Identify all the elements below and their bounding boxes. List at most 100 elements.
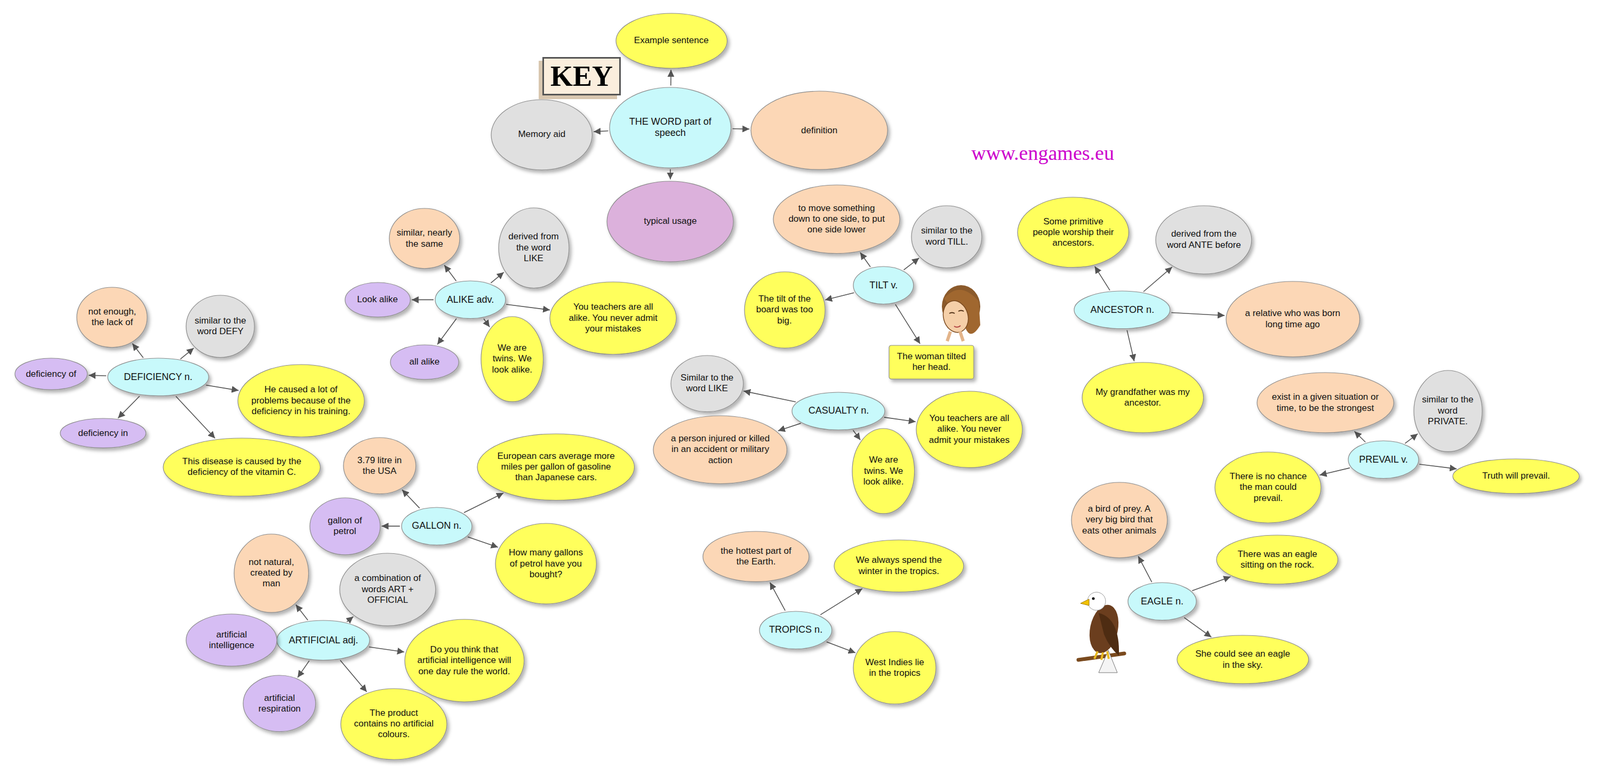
node-shape [1071,482,1168,558]
node-text: PREVAIL v. [1358,454,1408,467]
word-node: TILT v. [852,266,915,306]
node-shape [853,266,914,305]
node-text: TILT v. [869,280,898,292]
connector-arrow [669,169,671,180]
connector-arrow [180,348,194,360]
connector-arrow [490,272,504,284]
example-node: We are twins. We look alike. [851,428,916,515]
node-shape [243,675,316,733]
example-node: There is no chance the man could prevail… [1214,451,1322,524]
node-shape [653,416,788,484]
node-text: There is no chance the man could prevail… [1226,471,1311,504]
node-shape [853,632,936,705]
node-shape [1177,635,1309,685]
node-text: Truth will prevail. [1482,470,1550,482]
connector-arrow [297,661,310,678]
node-text: a bird of prey. A very big bird that eat… [1081,504,1158,537]
connector-arrow [904,258,920,270]
example-node: Some primitive people worship their ance… [1017,196,1130,269]
node-text: She could see an eagle in the sky. [1190,649,1295,671]
node-shape [911,205,982,269]
node-text: similar to the word DEFY [193,315,247,338]
example-node: European cars average more miles per gal… [476,433,636,502]
connector-arrow [1094,266,1110,291]
connector-arrow [826,642,856,654]
node-shape [401,507,472,546]
definition-node: similar, nearly the same [388,208,461,270]
watermark: www.engames.eu [971,141,1115,165]
connector-arrow [884,417,916,422]
memory-aid-node: Similar to the word LIKE [670,355,744,413]
node-shape [1074,291,1171,330]
connector-arrow [825,292,854,300]
node-shape [792,392,885,431]
usage-node: typical usage [606,180,734,263]
node-shape [609,87,732,168]
memory-aid-node: a combination of words ART + OFFICIAL [339,553,437,627]
connector-arrow [670,69,672,86]
word-node: THE WORD part of speech [609,86,732,169]
example-node: He caused a lot of problems because of t… [237,364,365,438]
node-shape [234,534,309,613]
node-text: He caused a lot of problems because of t… [251,384,351,418]
definition-node: a person injured or killed in an acciden… [652,415,788,485]
connector-arrow [778,423,802,431]
example-node: You teachers are all alike. You never ad… [915,390,1023,469]
node-shape [773,185,900,254]
connector-arrow [483,318,490,328]
node-text: My grandfather was my ancestor. [1094,387,1191,410]
node-text: derived from the word ANTE before [1165,228,1242,251]
connector-arrow [1171,313,1225,316]
usage-node: Look alike [344,282,411,318]
node-shape [498,208,570,289]
definition-node: a bird of prey. A very big bird that eat… [1070,482,1168,559]
node-shape [1257,372,1394,434]
example-node: This disease is caused by the deficiency… [162,437,322,498]
node-shape [702,531,810,582]
example-node: Example sentence [615,12,728,69]
example-node: Do you think that artificial intelligenc… [404,619,525,703]
definition-node: the hottest part of the Earth. [702,531,810,583]
node-text: There was an eagle sitting on the rock. [1229,549,1326,572]
node-shape [670,355,744,413]
connector-arrow [467,537,499,548]
node-text: DEFICIENCY n. [123,371,193,384]
node-shape [616,13,727,69]
node-shape [477,434,635,501]
node-text: THE WORD part of speech [622,116,718,140]
connector-arrow [593,131,608,133]
example-node: West Indies lie in the tropics [852,631,937,706]
memory-aid-node: similar to the word DEFY [185,294,255,359]
connector-arrow [1419,464,1457,470]
node-text: not natural, created by man [242,557,301,590]
connector-arrow [732,128,750,130]
connector-arrow [506,304,550,311]
node-text: all alike [409,356,440,368]
word-node: ARTIFICIAL adj. [276,620,371,662]
node-text: GALLON n. [411,520,462,533]
node-shape [1216,535,1339,585]
example-node: The tilt of the board was too big. [744,271,826,349]
connector-arrow [340,660,367,693]
node-text: This disease is caused by the deficiency… [180,456,304,479]
node-shape [1214,452,1322,524]
node-text: deficiency of [25,369,77,380]
connector-arrow [1354,431,1366,443]
node-text: definition [801,125,838,136]
node-shape [750,91,888,170]
connector-arrow [743,391,796,403]
connector-arrow [1126,330,1135,362]
usage-node: all alike [389,344,460,381]
node-shape [1226,281,1360,357]
connector-arrow [88,374,107,377]
usage-node: deficiency of [14,357,88,391]
node-shape [343,437,416,495]
node-shape [1155,205,1252,275]
node-text: the hottest part of the Earth. [714,546,798,568]
connector-arrow [860,252,871,268]
node-text: artificial intelligence [195,629,268,652]
node-shape [435,281,506,319]
node-shape [345,282,411,318]
node-shape [186,295,255,358]
node-shape [404,619,525,703]
